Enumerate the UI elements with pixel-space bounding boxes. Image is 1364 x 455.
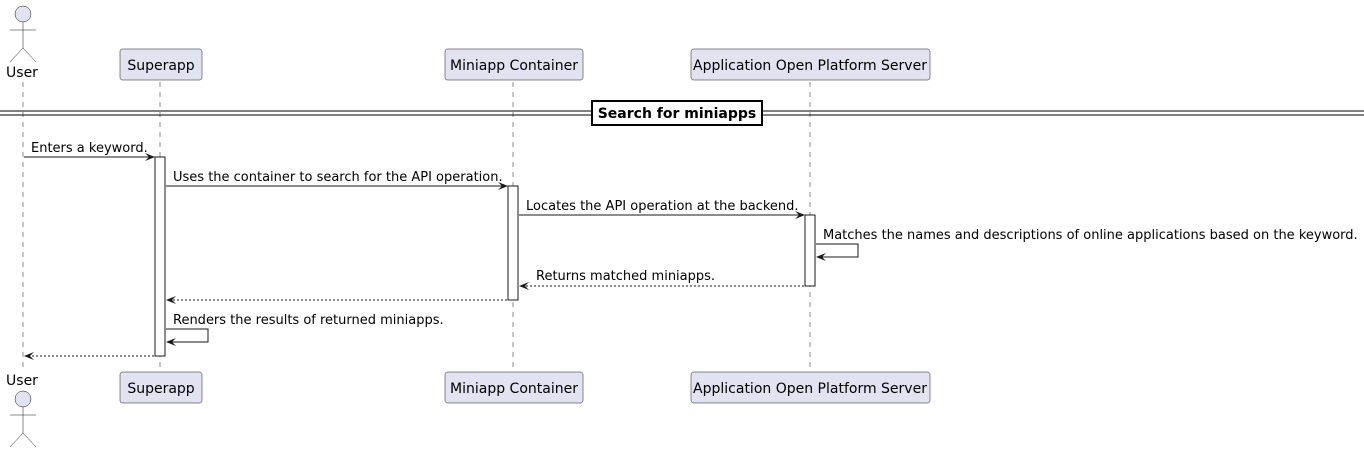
message-label: Returns matched miniapps.	[536, 269, 715, 284]
actor-body-icon	[9, 407, 37, 448]
message-label: Matches the names and descriptions of on…	[823, 228, 1358, 243]
participant-label: Application Open Platform Server	[693, 58, 927, 74]
actor-body-icon	[9, 22, 37, 63]
participant-label: Miniapp Container	[450, 58, 578, 74]
participant-label: Miniapp Container	[450, 381, 578, 397]
message-enters-keyword: Enters a keyword.	[24, 141, 155, 161]
activation-server	[804, 214, 816, 287]
participant-superapp-top: Superapp	[119, 48, 203, 81]
message-locate-api: Locates the API operation at the backend…	[519, 199, 805, 219]
actor-head-icon	[14, 5, 32, 23]
message-label: Enters a keyword.	[31, 141, 148, 156]
participant-label: Application Open Platform Server	[693, 381, 927, 397]
participant-miniapp-container-bottom: Miniapp Container	[444, 371, 584, 404]
activation-superapp	[154, 156, 166, 357]
message-label: Uses the container to search for the API…	[173, 170, 503, 185]
message-return-miniapps: Returns matched miniapps.	[519, 269, 804, 290]
message-search-api: Uses the container to search for the API…	[166, 170, 508, 190]
participant-label: Superapp	[127, 381, 194, 397]
activation-miniapp-container	[507, 185, 519, 301]
participant-server-top: Application Open Platform Server	[690, 48, 931, 81]
actor-head-icon	[14, 390, 32, 408]
participant-label: Superapp	[127, 58, 194, 74]
actor-user-bottom: User	[6, 373, 38, 448]
separator-label: Search for miniapps	[598, 106, 757, 122]
actor-label-bottom: User	[6, 373, 38, 389]
separator: Search for miniapps	[0, 100, 1364, 126]
participant-server-bottom: Application Open Platform Server	[690, 371, 931, 404]
message-label: Locates the API operation at the backend…	[526, 199, 799, 214]
actor-user-top: User	[6, 5, 38, 81]
message-render-results: Renders the results of returned miniapps…	[166, 313, 444, 346]
separator-box	[591, 100, 763, 126]
participant-superapp-bottom: Superapp	[119, 371, 203, 404]
message-match-names: Matches the names and descriptions of on…	[816, 228, 1358, 261]
participant-miniapp-container-top: Miniapp Container	[444, 48, 584, 81]
actor-label-top: User	[6, 65, 38, 81]
message-label: Renders the results of returned miniapps…	[173, 313, 444, 328]
